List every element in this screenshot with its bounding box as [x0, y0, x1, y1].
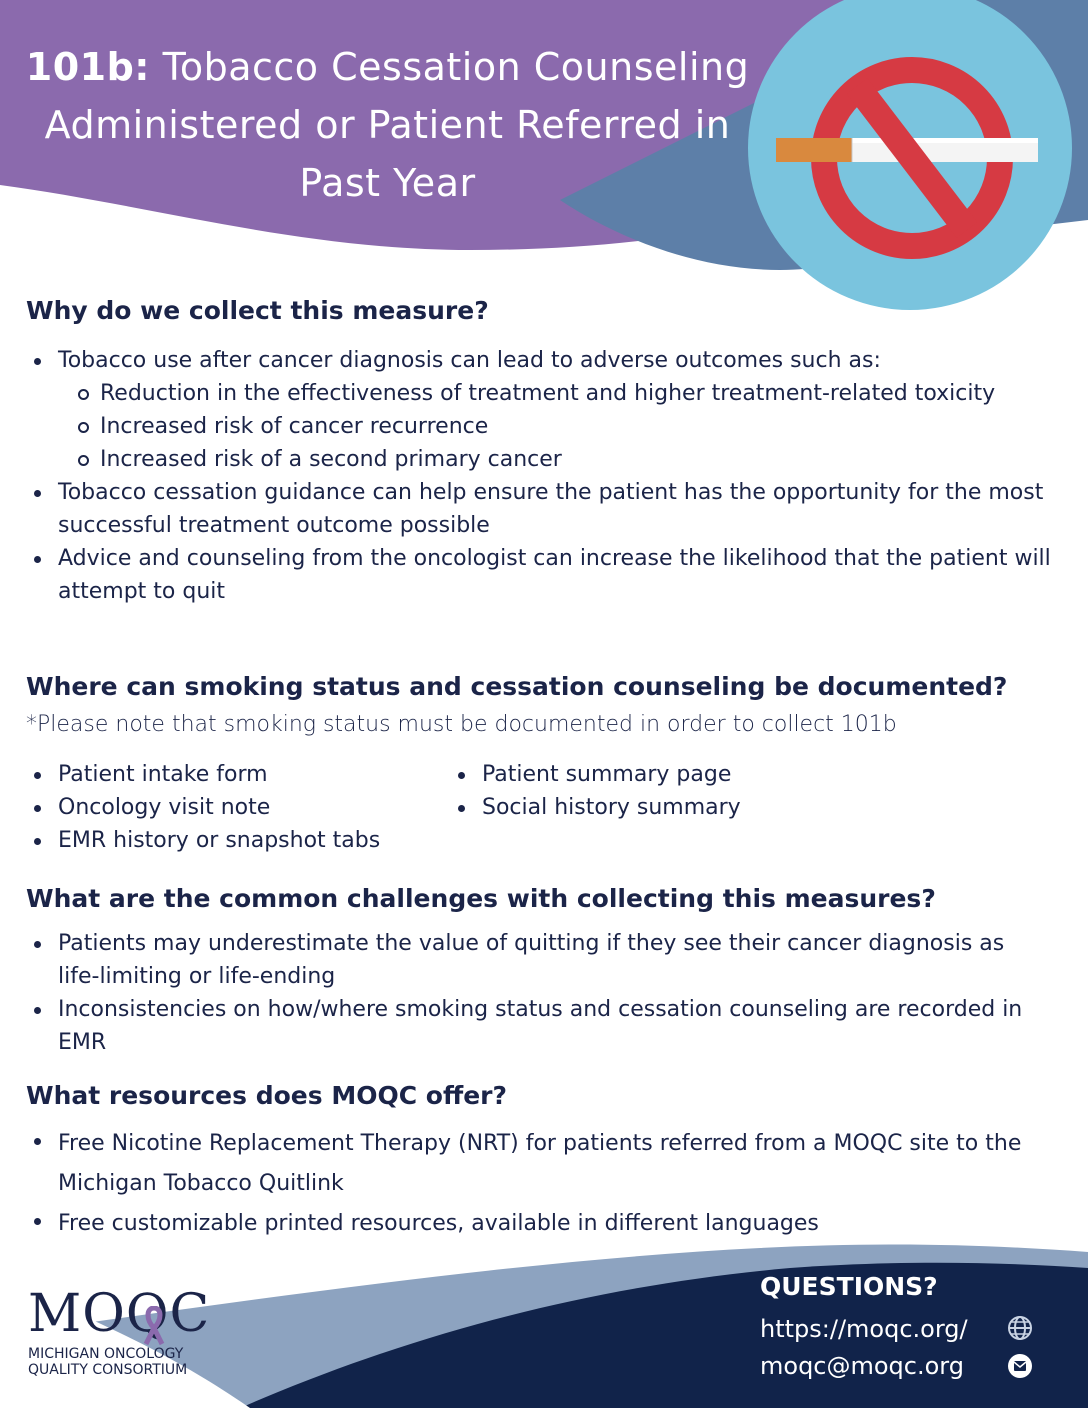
questions-heading: QUESTIONS?: [760, 1272, 938, 1301]
list-item: Free customizable printed resources, ava…: [26, 1204, 1026, 1244]
envelope-icon: [1008, 1354, 1032, 1378]
page-title: 101b: Tobacco Cessation Counseling Admin…: [20, 38, 755, 212]
list-item: Inconsistencies on how/where smoking sta…: [26, 993, 1036, 1059]
globe-icon: [1008, 1316, 1032, 1340]
resources-bullet-list: Free Nicotine Replacement Therapy (NRT) …: [26, 1124, 1026, 1244]
list-item: Advice and counseling from the oncologis…: [26, 542, 1056, 608]
list-item: Tobacco cessation guidance can help ensu…: [26, 476, 1056, 542]
no-smoking-icon: [776, 57, 1038, 259]
list-item: Social history summary: [450, 791, 870, 824]
list-item: Increased risk of a second primary cance…: [58, 443, 1056, 476]
footer-background: [0, 1244, 1088, 1408]
list-item: Free Nicotine Replacement Therapy (NRT) …: [26, 1124, 1026, 1204]
logo-line-2: QUALITY CONSORTIUM: [28, 1362, 188, 1378]
section-heading-resources: What resources does MOQC offer?: [26, 1081, 507, 1110]
challenges-bullet-list: Patients may underestimate the value of …: [26, 927, 1036, 1059]
list-item: Oncology visit note: [26, 791, 446, 824]
list-item: Patients may underestimate the value of …: [26, 927, 1036, 993]
website-link[interactable]: https://moqc.org/: [760, 1315, 968, 1343]
list-item: EMR history or snapshot tabs: [26, 824, 446, 857]
title-line-3: Past Year: [299, 161, 476, 205]
logo-wordmark: MOQC: [28, 1284, 211, 1344]
title-line-1: Tobacco Cessation Counseling: [150, 45, 750, 89]
section-heading-why: Why do we collect this measure?: [26, 296, 489, 325]
header-background: [0, 0, 1088, 310]
list-item: Reduction in the effectiveness of treatm…: [58, 377, 1056, 410]
sub-bullet-list: Reduction in the effectiveness of treatm…: [58, 377, 1056, 476]
logo-line-1: MICHIGAN ONCOLOGY: [28, 1346, 184, 1362]
section-heading-challenges: What are the common challenges with coll…: [26, 884, 936, 913]
list-item: Increased risk of cancer recurrence: [58, 410, 1056, 443]
why-bullet-1: Tobacco use after cancer diagnosis can l…: [58, 348, 881, 373]
section-heading-where: Where can smoking status and cessation c…: [26, 672, 1008, 701]
list-item: Patient intake form: [26, 758, 446, 791]
where-right-list: Patient summary page Social history summ…: [450, 758, 870, 824]
email-link[interactable]: moqc@moqc.org: [760, 1352, 964, 1380]
smoking-status-note: *Please note that smoking status must be…: [26, 712, 897, 737]
title-measure-code: 101b:: [25, 45, 150, 89]
where-left-list: Patient intake form Oncology visit note …: [26, 758, 446, 857]
why-bullet-list: Tobacco use after cancer diagnosis can l…: [26, 344, 1056, 608]
list-item: Patient summary page: [450, 758, 870, 791]
title-line-2: Administered or Patient Referred in: [44, 103, 731, 147]
list-item: Tobacco use after cancer diagnosis can l…: [26, 344, 1056, 476]
ribbon-icon: [143, 1306, 165, 1346]
